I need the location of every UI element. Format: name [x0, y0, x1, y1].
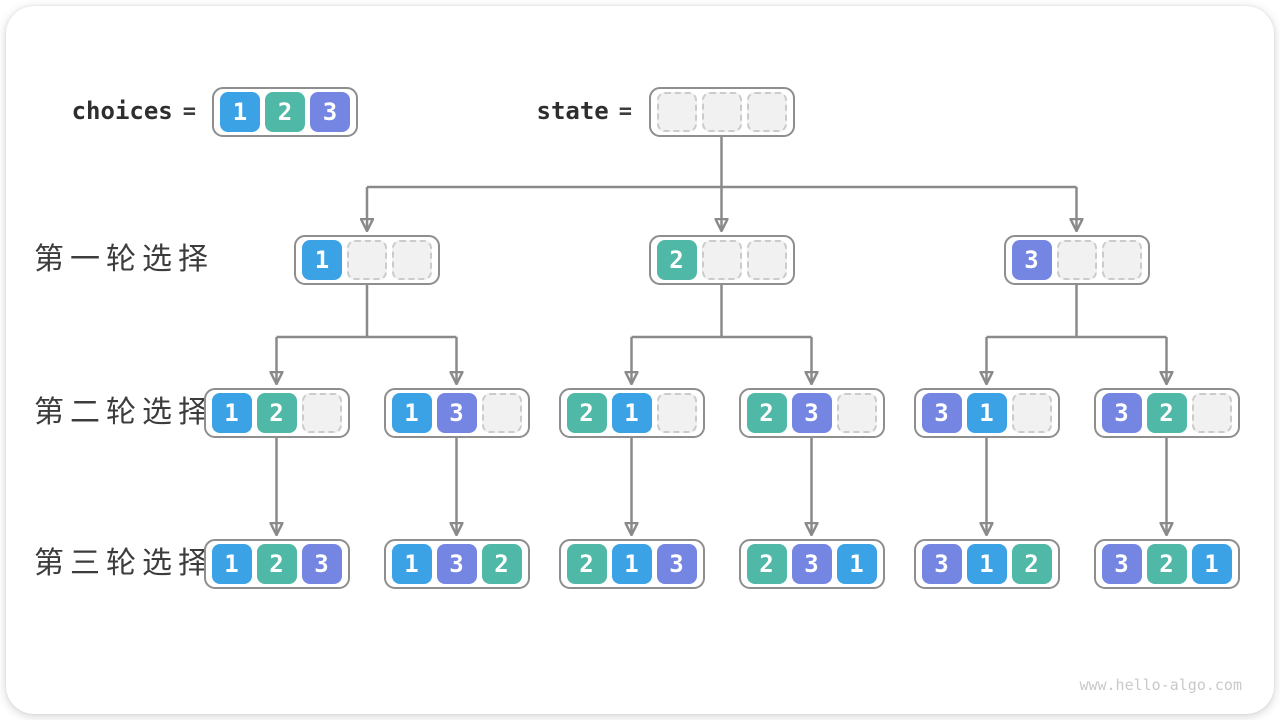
empty-slot — [746, 92, 787, 132]
state-label-group: state = — [460, 87, 633, 135]
value-cell-1: 1 — [220, 92, 260, 132]
value-cell-2: 2 — [256, 393, 297, 433]
value-cell-3: 3 — [791, 393, 832, 433]
empty-slot — [1011, 393, 1052, 433]
empty-slot — [347, 240, 387, 280]
value-cell-3: 3 — [1101, 544, 1142, 584]
value-cell-1: 1 — [391, 544, 432, 584]
value-cell-1: 1 — [966, 544, 1007, 584]
value-cell-3: 3 — [921, 393, 962, 433]
value-cell-3: 3 — [301, 544, 342, 584]
state-label: state — [536, 97, 609, 125]
value-cell-2: 2 — [265, 92, 305, 132]
round-3-label: 第三轮选择 — [34, 547, 214, 580]
value-cell-1: 1 — [211, 544, 252, 584]
value-cell-3: 3 — [310, 92, 350, 132]
value-cell-3: 3 — [436, 393, 477, 433]
choices-label: choices — [71, 97, 173, 125]
empty-slot — [1101, 240, 1142, 280]
watermark-url: www.hello-algo.com — [1079, 676, 1242, 694]
state-node-round1-2: 2 — [648, 235, 795, 285]
choices-equals-sign: = — [182, 98, 196, 124]
value-cell-1: 1 — [611, 544, 652, 584]
value-cell-2: 2 — [1011, 544, 1052, 584]
empty-slot — [1191, 393, 1232, 433]
round-2-label: 第二轮选择 — [34, 396, 214, 429]
value-cell-2: 2 — [256, 544, 297, 584]
state-node-round1-1: 1 — [294, 235, 440, 285]
value-cell-1: 1 — [966, 393, 1007, 433]
value-cell-1: 1 — [302, 240, 342, 280]
value-cell-3: 3 — [791, 544, 832, 584]
round-1-label: 第一轮选择 — [34, 243, 214, 276]
empty-slot — [301, 393, 342, 433]
value-cell-2: 2 — [566, 544, 607, 584]
empty-slot — [656, 393, 697, 433]
state-equals-sign: = — [618, 98, 632, 124]
empty-slot — [1056, 240, 1097, 280]
value-cell-1: 1 — [211, 393, 252, 433]
value-cell-2: 2 — [1146, 393, 1187, 433]
value-cell-3: 3 — [1011, 240, 1052, 280]
value-cell-3: 3 — [921, 544, 962, 584]
value-cell-1: 1 — [1191, 544, 1232, 584]
empty-slot — [656, 92, 697, 132]
empty-slot — [392, 240, 432, 280]
value-cell-1: 1 — [611, 393, 652, 433]
value-cell-2: 2 — [746, 544, 787, 584]
choices-label-group: choices = — [58, 87, 196, 135]
state-array-root — [648, 87, 795, 137]
value-cell-2: 2 — [566, 393, 607, 433]
empty-slot — [836, 393, 877, 433]
empty-slot — [481, 393, 522, 433]
value-cell-1: 1 — [391, 393, 432, 433]
value-cell-3: 3 — [656, 544, 697, 584]
empty-slot — [701, 92, 742, 132]
value-cell-3: 3 — [1101, 393, 1142, 433]
state-node-round1-3: 3 — [1003, 235, 1150, 285]
value-cell-2: 2 — [656, 240, 697, 280]
value-cell-2: 2 — [746, 393, 787, 433]
empty-slot — [701, 240, 742, 280]
value-cell-3: 3 — [436, 544, 477, 584]
value-cell-2: 2 — [1146, 544, 1187, 584]
value-cell-1: 1 — [836, 544, 877, 584]
empty-slot — [746, 240, 787, 280]
value-cell-2: 2 — [481, 544, 522, 584]
